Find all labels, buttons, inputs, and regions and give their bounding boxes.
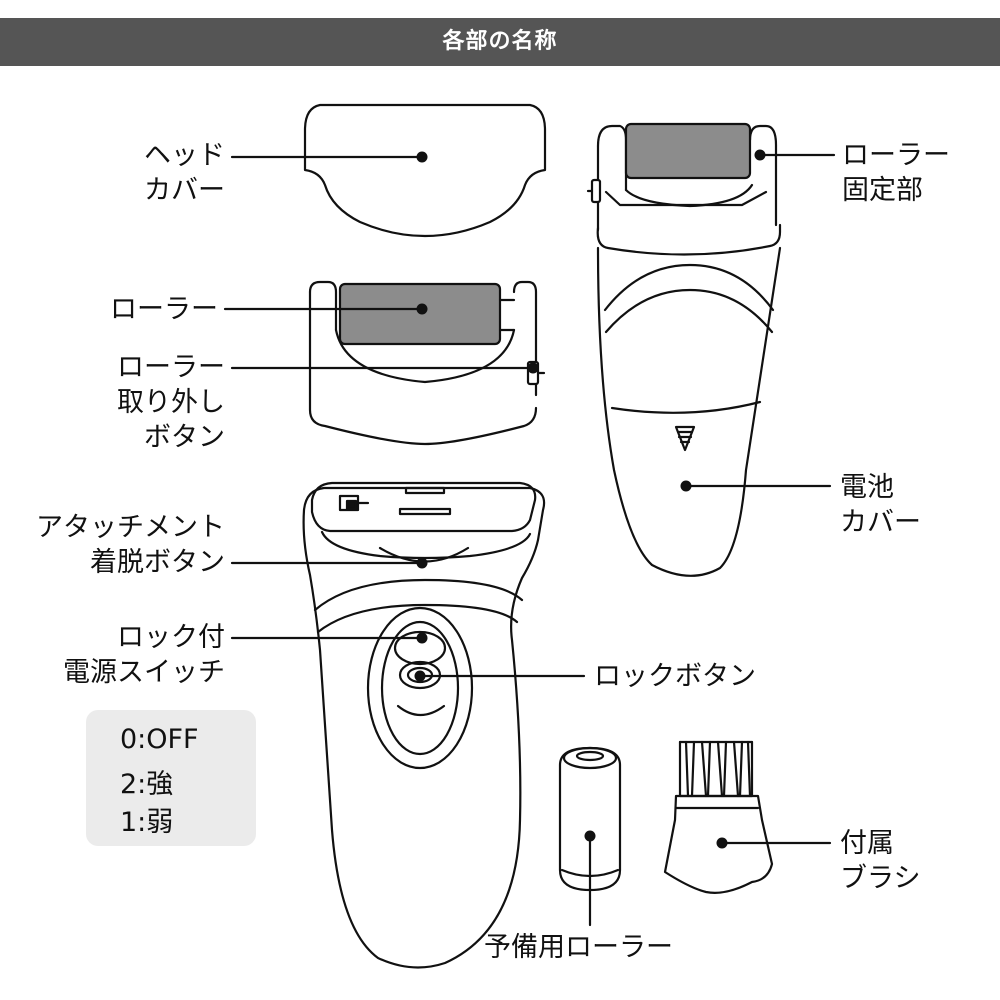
roller-label: ローラー: [110, 294, 218, 325]
mode-off: 0:OFF: [120, 724, 199, 755]
roller-attachment: [308, 280, 546, 446]
brush-label: 付属 ブラシ: [840, 828, 921, 894]
leader-lines: [223, 153, 836, 927]
attached-brush: [663, 740, 774, 894]
spare-roller-label: 予備用ローラー: [484, 932, 673, 963]
mode-strong: 2:強: [120, 769, 174, 800]
mode-legend-box: 0:OFF 2:強 1:弱: [86, 710, 256, 846]
roller-release-button-label: ローラー 取り外し ボタン: [117, 352, 225, 453]
power-switch-label: ロック付 電源スイッチ: [63, 622, 225, 688]
main-body: [302, 481, 546, 969]
lock-button-label: ロックボタン: [594, 661, 756, 692]
leader-dots: [414, 149, 766, 849]
head-cover-label: ヘッド カバー: [144, 140, 225, 206]
assembled-unit: [586, 122, 782, 577]
battery-cover-label: 電池 カバー: [840, 472, 921, 538]
head-cover-outline: [303, 103, 547, 238]
spare-roller: [558, 746, 622, 892]
page-title: 各部の名称: [0, 18, 1000, 66]
roller-holder-label: ローラー 固定部: [842, 140, 950, 206]
mode-weak: 1:弱: [120, 807, 174, 838]
attachment-release-button-label: アタッチメント 着脱ボタン: [36, 512, 225, 578]
